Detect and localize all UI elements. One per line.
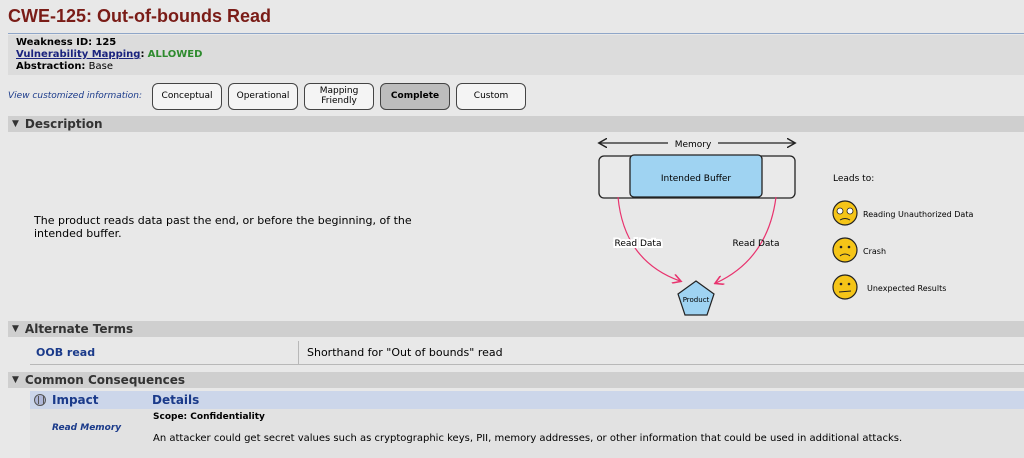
alternate-terms-section-header[interactable]: ▼ Alternate Terms	[8, 321, 1024, 337]
column-divider	[298, 340, 299, 365]
alternate-term-description: Shorthand for "Out of bounds" read	[307, 346, 503, 359]
weakness-id-value: 125	[95, 37, 117, 48]
consequences-table-header: Impact Details	[30, 391, 1024, 409]
view-operational-button[interactable]: Operational	[228, 82, 299, 110]
mapping-separator: :	[140, 49, 145, 60]
view-selector-label: View customized information:	[8, 91, 143, 101]
description-section-header[interactable]: ▼ Description	[8, 116, 1024, 132]
intended-buffer-label: Intended Buffer	[661, 174, 732, 184]
read-data-left-arrow	[617, 196, 680, 281]
unexpected-results-icon	[832, 274, 858, 300]
weakness-metadata: Weakness ID: 125 Vulnerability Mapping: …	[8, 35, 1024, 75]
weakness-id-row: Weakness ID: 125	[16, 37, 1016, 49]
alternate-terms-row: OOB read Shorthand for "Out of bounds" r…	[30, 340, 1024, 365]
consequence-row: Read Memory Scope: Confidentiality An at…	[30, 409, 1024, 458]
common-consequences-section-header[interactable]: ▼ Common Consequences	[8, 372, 1024, 388]
view-custom-button[interactable]: Custom	[456, 82, 527, 110]
alternate-terms-header-label: Alternate Terms	[24, 322, 134, 336]
weakness-id-label: Weakness ID:	[16, 37, 93, 48]
abstraction-label: Abstraction:	[16, 61, 86, 72]
collapse-arrow-icon: ▼	[12, 324, 19, 334]
outcome-unexpected-results: Unexpected Results	[867, 284, 946, 293]
mapping-status: ALLOWED	[147, 49, 203, 60]
leads-to-label: Leads to:	[833, 174, 874, 184]
view-complete-button[interactable]: Complete	[380, 82, 451, 110]
view-selector: View customized information: Conceptual …	[8, 82, 532, 110]
crash-icon	[832, 237, 858, 263]
description-text: The product reads data past the end, or …	[34, 214, 412, 240]
details-column-header: Details	[152, 393, 200, 407]
abstraction-value: Base	[88, 61, 113, 72]
product-label: Product	[683, 296, 710, 304]
outcome-reading-unauthorized: Reading Unauthorized Data	[863, 210, 973, 219]
read-data-left-label: Read Data	[615, 239, 662, 249]
product-pentagon	[677, 280, 715, 316]
memory-label: Memory	[675, 140, 712, 150]
out-of-bounds-diagram: Memory Intended Buffer Read Data Read Da…	[590, 133, 973, 316]
view-conceptual-button[interactable]: Conceptual	[152, 82, 223, 110]
page-title: CWE-125: Out-of-bounds Read	[8, 6, 271, 26]
collapse-arrow-icon: ▼	[12, 119, 19, 129]
impact-value: Read Memory	[52, 423, 122, 433]
consequence-details: An attacker could get secret values such…	[153, 433, 903, 444]
reading-unauthorized-icon	[832, 200, 858, 226]
title-divider	[8, 33, 1024, 34]
scope-label: Scope: Confidentiality	[153, 412, 265, 422]
common-consequences-header-label: Common Consequences	[24, 373, 186, 387]
impact-column-header: Impact	[52, 393, 99, 407]
read-data-right-label: Read Data	[733, 239, 780, 249]
svg-text:Read Data: Read Data	[615, 239, 662, 249]
abstraction-row: Abstraction: Base	[16, 61, 1016, 73]
alternate-term: OOB read	[36, 346, 96, 359]
collapse-all-icon[interactable]	[34, 394, 46, 406]
outcome-crash: Crash	[863, 247, 886, 256]
mapping-row: Vulnerability Mapping: ALLOWED	[16, 49, 1016, 61]
read-data-right-arrow	[716, 196, 777, 283]
vulnerability-mapping-link[interactable]: Vulnerability Mapping	[16, 49, 141, 60]
description-header-label: Description	[24, 117, 103, 131]
collapse-arrow-icon: ▼	[12, 375, 19, 385]
intended-buffer-block	[629, 154, 763, 198]
